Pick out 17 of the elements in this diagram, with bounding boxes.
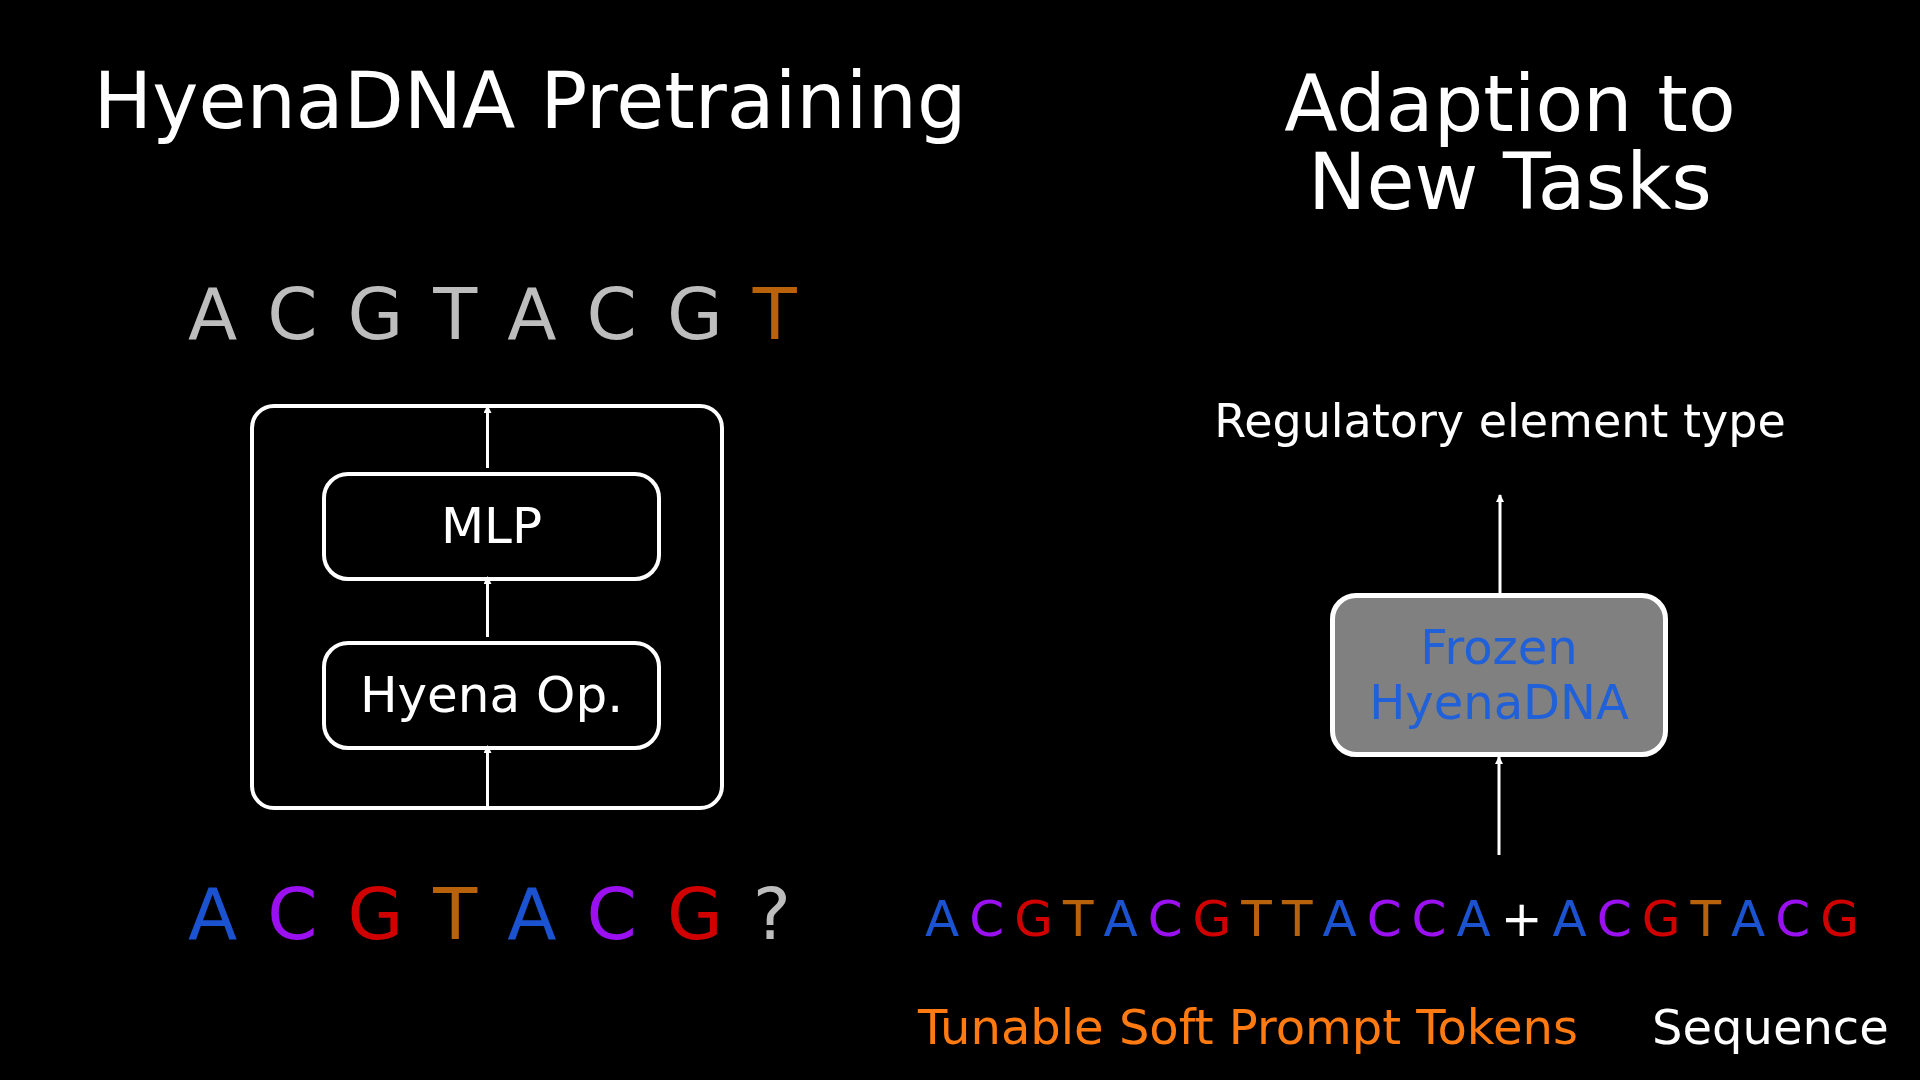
arrow [1496,494,1504,593]
sequence-text: A C G T A C G T [188,278,797,350]
block-container [250,404,724,810]
box-label: MLP [440,497,543,556]
heading: Adaption to New Tasks [1283,65,1737,221]
layer-box [322,641,661,750]
box-label: Hyena Op. [359,666,624,725]
output-label: Regulatory element type [1214,395,1786,448]
layer-box [322,472,661,581]
model-box [1330,593,1668,757]
sequence-text: A C G T A C G T T A C C A + A C G T A C G [925,894,1859,944]
arrow [483,576,492,637]
sequence-text: A C G T A C G ? [188,878,791,950]
arrow [1495,756,1503,855]
box-label: Frozen HyenaDNA [1368,619,1630,731]
arrow [483,405,492,468]
arrow [483,745,492,808]
